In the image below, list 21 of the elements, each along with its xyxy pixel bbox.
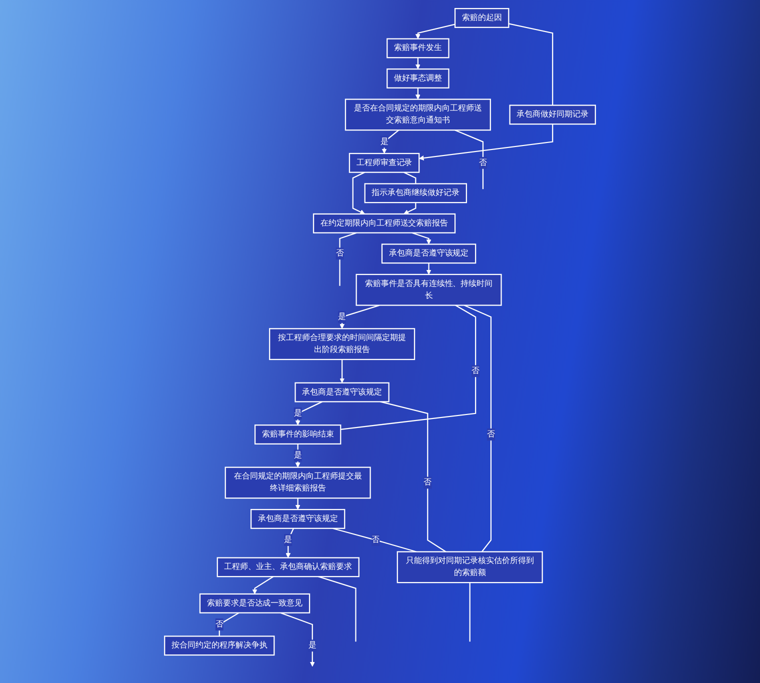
arrow (404, 202, 416, 214)
connector (508, 23, 554, 106)
arrow (412, 232, 432, 244)
connector (380, 401, 446, 552)
connector (332, 528, 416, 552)
arrow (280, 612, 315, 667)
arrow (415, 24, 456, 40)
connector (469, 582, 470, 642)
arrow (426, 263, 432, 275)
arrow (295, 498, 300, 510)
arrow (352, 172, 365, 214)
connector (404, 172, 416, 184)
arrow (252, 576, 274, 594)
connector (454, 130, 484, 190)
arrow (340, 359, 345, 384)
connector (464, 304, 492, 552)
arrow (415, 58, 420, 70)
connector (339, 232, 357, 286)
arrow (415, 88, 420, 100)
arrow (418, 124, 554, 160)
connector (318, 576, 356, 642)
